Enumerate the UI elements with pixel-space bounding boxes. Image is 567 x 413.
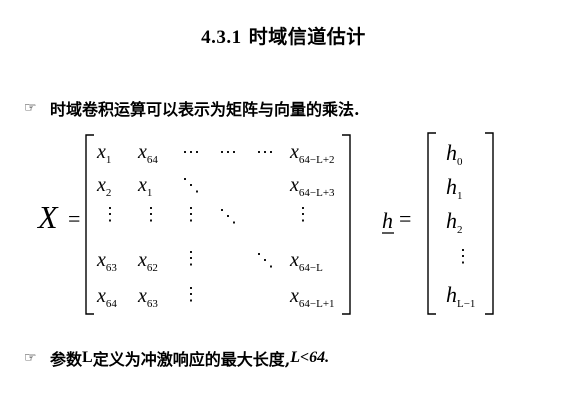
matrix-cell: x64−L (289, 249, 323, 274)
matrix-cell: x64−L+2 (289, 141, 335, 166)
matrix-cells: x1 x64 ⋯ ⋯ ⋯ x64−L+2 x2 x1 ⋱ x64−L+3 ⋮ ⋮ ⋮ ⋱ ⋮ x63 x62 ⋮ ⋱… (96, 141, 335, 310)
section-title: 时域信道估计 (248, 26, 366, 48)
vector-cell: h0 (446, 140, 463, 168)
slide-title: 4.3.1 时域信道估计 (0, 22, 567, 49)
matrix-cell: x63 (96, 249, 117, 274)
matrix-cell: ⋱ (256, 250, 274, 270)
matrix-cell: ⋮ (101, 204, 119, 224)
bullet2-l: L (82, 349, 93, 366)
matrix-cell: ⋮ (182, 248, 200, 268)
matrix-cell: ⋮ (182, 284, 200, 304)
vector-right-bracket (485, 132, 494, 315)
vector-left-bracket (427, 132, 436, 315)
vector-symbol-h: h (382, 208, 393, 233)
pointing-hand-icon: ☞ (24, 100, 37, 116)
section-number: 4.3.1 (201, 27, 242, 48)
matrix-cell: x63 (137, 285, 158, 310)
matrix-symbol-x: X (36, 199, 59, 235)
vector-cell: ⋮ (454, 246, 472, 266)
vector-cell: hL−1 (446, 282, 475, 310)
bullet-convolution: ☞ 时域卷积运算可以表示为矩阵与向量的乘法. (24, 96, 360, 120)
equals-sign-2: = (399, 206, 411, 231)
bullet2-mid: 定义为冲激响应的最大长度, (92, 350, 291, 369)
vector-cells: h0 h1 h2 ⋮ hL−1 (446, 140, 475, 310)
vector-cell: h2 (446, 208, 463, 236)
matrix-cell: x64 (96, 285, 117, 310)
matrix-cell: x64−L+3 (289, 174, 335, 199)
bullet2-condition: L<64. (290, 349, 330, 366)
matrix-cell: x2 (96, 174, 111, 199)
matrix-cell: x1 (96, 141, 111, 166)
matrix-cell: x62 (137, 249, 158, 274)
matrix-right-bracket (342, 134, 351, 315)
matrix-cell: x64 (137, 141, 158, 166)
matrix-cell: ⋯ (182, 142, 200, 162)
bullet2-pre: 参数 (50, 350, 83, 369)
matrix-cell: ⋮ (142, 204, 160, 224)
equals-sign: = (68, 206, 80, 231)
matrix-left-bracket (85, 134, 94, 315)
vector-cell: h1 (446, 174, 463, 202)
matrix-cell: ⋯ (219, 142, 237, 162)
pointing-hand-icon: ☞ (24, 350, 37, 366)
matrix-cell: x64−L+1 (289, 285, 335, 310)
matrix-cell: ⋮ (294, 204, 312, 224)
bullet-text: 时域卷积运算可以表示为矩阵与向量的乘法. (50, 100, 360, 119)
matrix-cell: ⋯ (256, 142, 274, 162)
matrix-cell: ⋱ (219, 206, 237, 226)
matrix-cell: ⋮ (182, 204, 200, 224)
matrix-cell: x1 (137, 174, 152, 199)
matrix-cell: ⋱ (182, 175, 200, 195)
